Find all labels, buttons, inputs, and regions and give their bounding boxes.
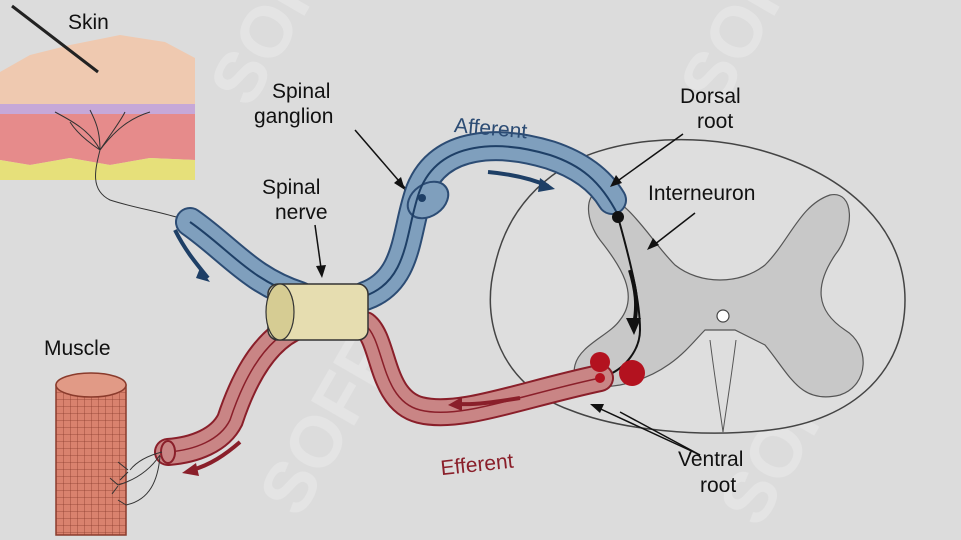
motor-endings	[109, 451, 163, 506]
leader-arrowheads	[316, 175, 659, 413]
needle	[11, 4, 99, 74]
label-skin: Skin	[68, 11, 109, 34]
label-muscle: Muscle	[44, 337, 111, 360]
spinal-ganglion	[406, 180, 450, 220]
spinal-nerve-sheath	[265, 283, 369, 341]
label-ventral-root-line2: root	[700, 474, 736, 497]
label-spinal-ganglion-line1: Spinal	[272, 80, 330, 103]
afferent-arrow-1	[173, 229, 210, 280]
label-interneuron: Interneuron	[648, 182, 755, 205]
motor-neuron	[590, 352, 610, 372]
label-spinal-ganglion-line2: ganglion	[254, 105, 333, 128]
muscle	[55, 372, 163, 536]
label-dorsal-root-line2: root	[697, 110, 733, 133]
label-spinal-nerve-line1: Spinal	[262, 176, 320, 199]
label-efferent: Efferent	[439, 450, 514, 481]
efferent-arrow-1	[457, 396, 521, 407]
label-spinal-nerve-line2: nerve	[275, 201, 328, 224]
skin-tissue	[0, 4, 201, 229]
motor-neuron-large	[619, 360, 645, 386]
label-dorsal-root-line1: Dorsal	[680, 85, 741, 108]
afferent-arrow-2	[487, 170, 549, 188]
efferent-pathway	[154, 311, 645, 476]
label-ventral-root-line1: Ventral	[678, 448, 743, 471]
